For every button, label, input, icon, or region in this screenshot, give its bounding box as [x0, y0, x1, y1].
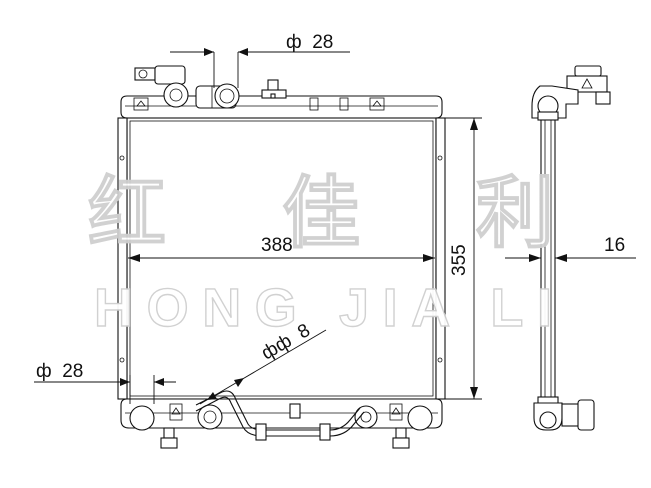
dimension-lines	[34, 48, 636, 405]
right-side-bracket	[435, 117, 446, 400]
air-bleed-stud	[261, 79, 287, 99]
left-side-bracket	[117, 117, 128, 400]
dim-bottom-pipe-label: ф 28	[36, 361, 83, 382]
dim-width-label: 388	[261, 235, 293, 256]
bottom-outlet-pipe	[197, 404, 223, 430]
watermark-chinese: 红 佳 利	[88, 169, 558, 259]
top-outlet-pipe	[195, 83, 240, 109]
dim-depth-label: 16	[604, 235, 625, 256]
radiator-side-view	[531, 65, 611, 431]
watermark-english: HONG JIA LI	[94, 278, 554, 338]
oil-cooler-line	[195, 390, 361, 431]
radiator-cap	[134, 65, 189, 108]
watermark: 红 佳 利 HONG JIA LI	[87, 168, 558, 338]
dim-top-pipe-label: ф 28	[286, 32, 333, 53]
bottom-tank	[120, 398, 443, 429]
dim-height-label: 355	[449, 244, 470, 276]
